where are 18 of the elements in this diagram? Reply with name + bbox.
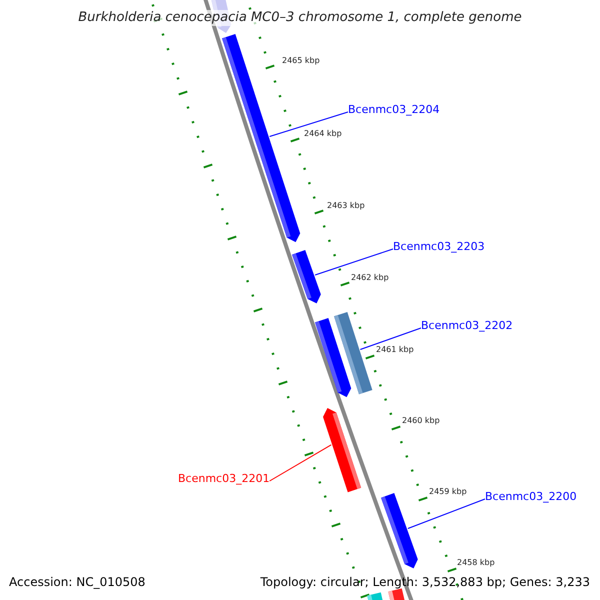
position-label: 2458 kbp <box>457 558 495 568</box>
info-text: Topology: circular; Length: 3,532,883 bp; Genes: 3,233 <box>260 575 590 589</box>
gene-label: Bcenmc03_2203 <box>393 240 485 254</box>
position-label: 2462 kbp <box>351 273 389 283</box>
position-label: 2460 kbp <box>402 416 440 426</box>
position-label: 2463 kbp <box>327 201 365 211</box>
leader-line <box>269 444 332 482</box>
position-label: 2465 kbp <box>282 56 320 66</box>
info-text: Accession: NC_010508 <box>9 575 146 589</box>
gene-label: Bcenmc03_2200 <box>485 490 577 504</box>
leader-line <box>269 112 348 137</box>
leader-line <box>407 498 486 530</box>
leader-line <box>360 328 422 350</box>
title: Burkholderia cenocepacia MC0–3 chromosome 1, complete genome <box>78 10 522 26</box>
gene-label: Bcenmc03_2201 <box>178 472 270 486</box>
gene-label: Bcenmc03_2202 <box>421 319 513 333</box>
leader-line <box>314 248 394 276</box>
gene-label: Bcenmc03_2204 <box>348 103 440 117</box>
